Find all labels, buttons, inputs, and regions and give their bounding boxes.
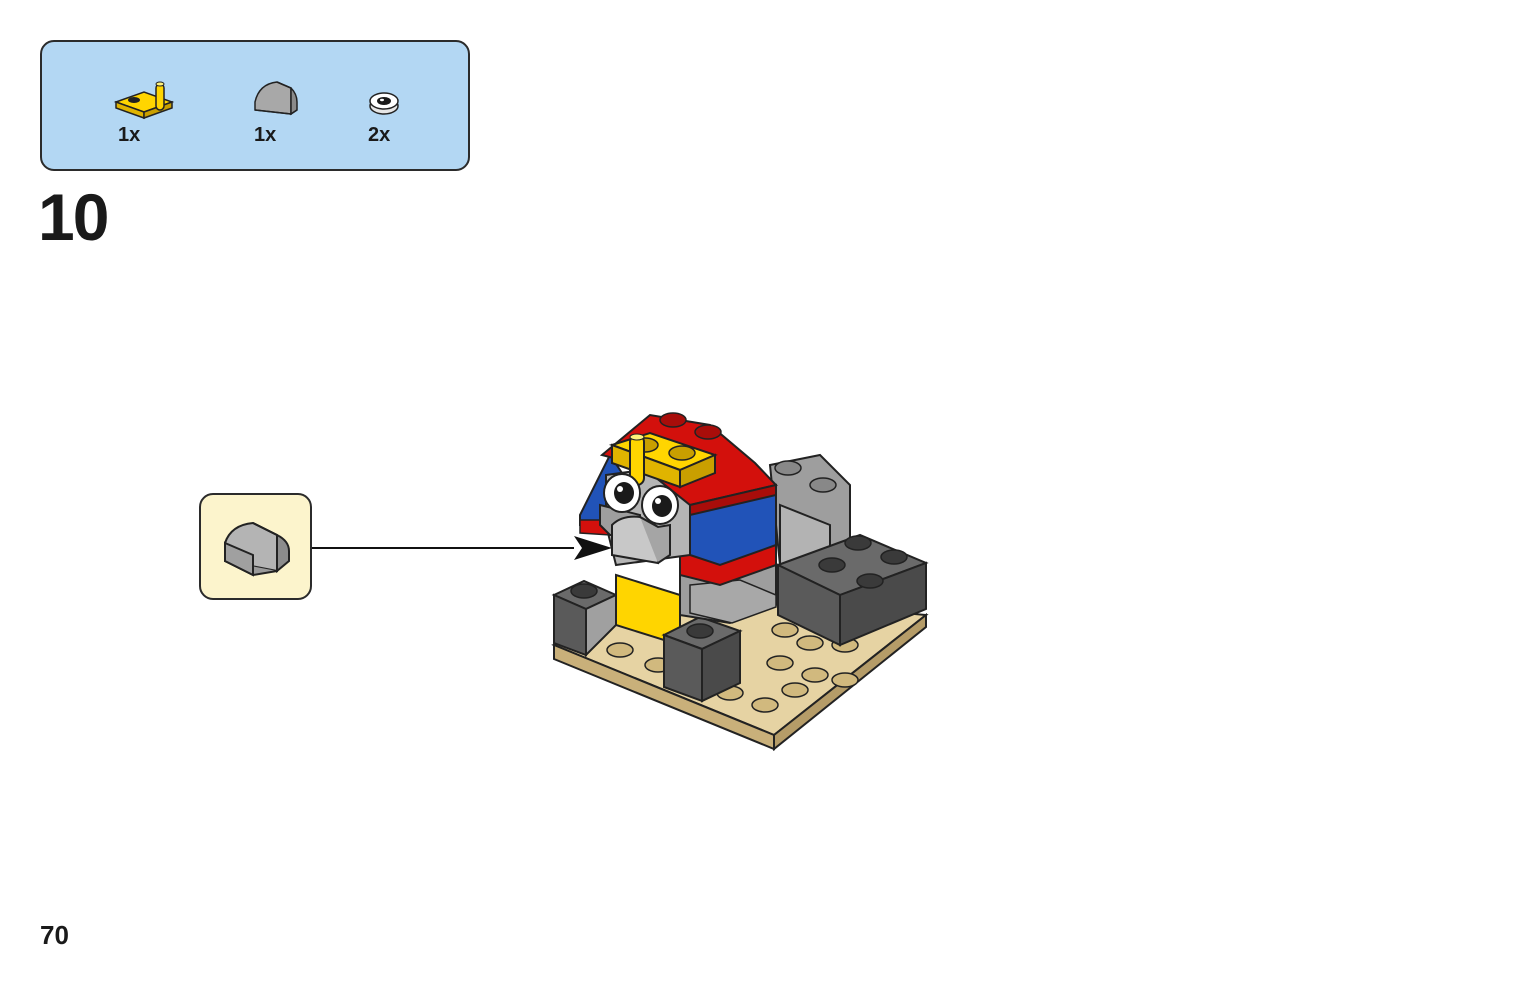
parts-list-panel: 1x 1x 2x xyxy=(40,40,470,171)
part-quantity: 2x xyxy=(368,124,391,146)
part-eye-tile: 2x xyxy=(362,72,442,152)
sphinx-model-illustration xyxy=(551,412,929,752)
part-gray-slope: 1x xyxy=(247,72,327,152)
gray-curved-slope-icon xyxy=(224,521,290,577)
eye-tiles xyxy=(603,473,679,525)
page-number: 70 xyxy=(40,920,69,950)
dark-gray-front-block xyxy=(661,615,743,703)
part-yellow-plate: 1x xyxy=(110,72,190,152)
white-eye-tile-icon xyxy=(369,92,399,115)
gray-curved-slope-icon xyxy=(254,81,298,116)
placement-arrow xyxy=(312,536,612,560)
yellow-plate-with-bar-icon xyxy=(113,81,175,120)
dark-gray-right-block xyxy=(775,533,929,647)
yellow-body xyxy=(585,573,681,658)
callout-part-box xyxy=(199,493,312,600)
gray-back-body xyxy=(768,453,851,577)
part-quantity: 1x xyxy=(254,124,277,146)
part-quantity: 1x xyxy=(118,124,141,146)
step-number: 10 xyxy=(38,180,109,254)
gray-slope-nose xyxy=(611,515,671,565)
